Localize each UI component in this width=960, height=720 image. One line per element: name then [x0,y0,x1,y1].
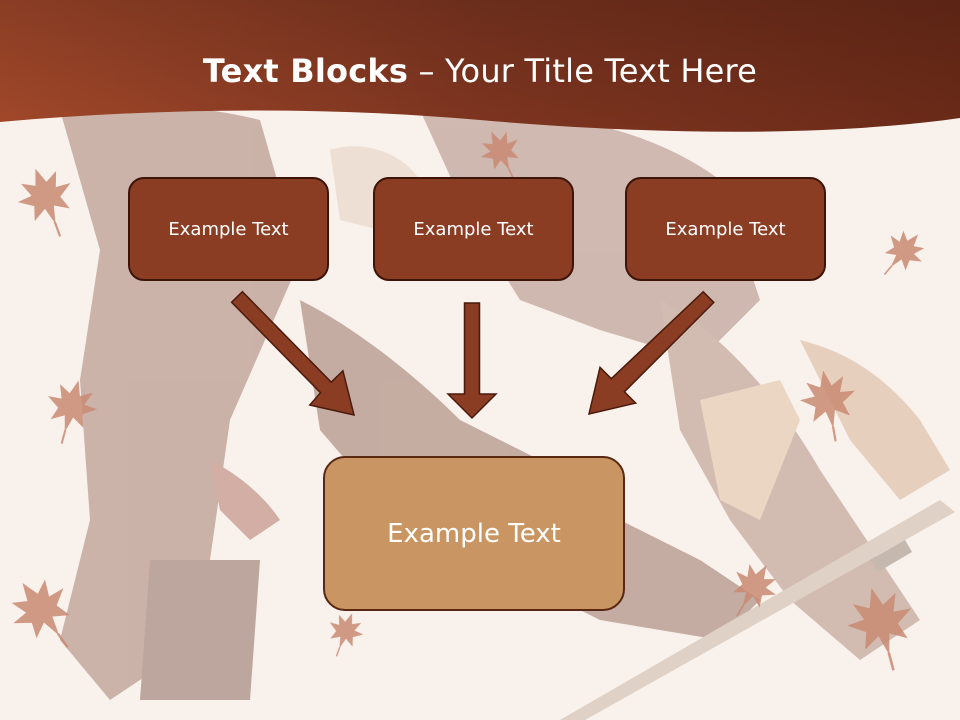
text-block-3[interactable]: Example Text [625,177,826,281]
slide-title-rest: – Your Title Text Here [408,52,758,90]
arrow-down-right-icon [230,290,356,417]
text-block-2-label: Example Text [413,218,534,240]
text-block-1-label: Example Text [168,218,289,240]
result-text-block[interactable]: Example Text [323,456,625,611]
slide-title-bold: Text Blocks [202,52,409,90]
result-text-block-label: Example Text [387,518,561,549]
text-block-2[interactable]: Example Text [373,177,574,281]
text-block-3-label: Example Text [665,218,786,240]
slide-title: Text Blocks – Your Title Text Here [0,52,960,90]
text-block-1[interactable]: Example Text [128,177,329,281]
arrow-down-icon [446,302,498,420]
arrow-down-left-icon [587,290,715,416]
